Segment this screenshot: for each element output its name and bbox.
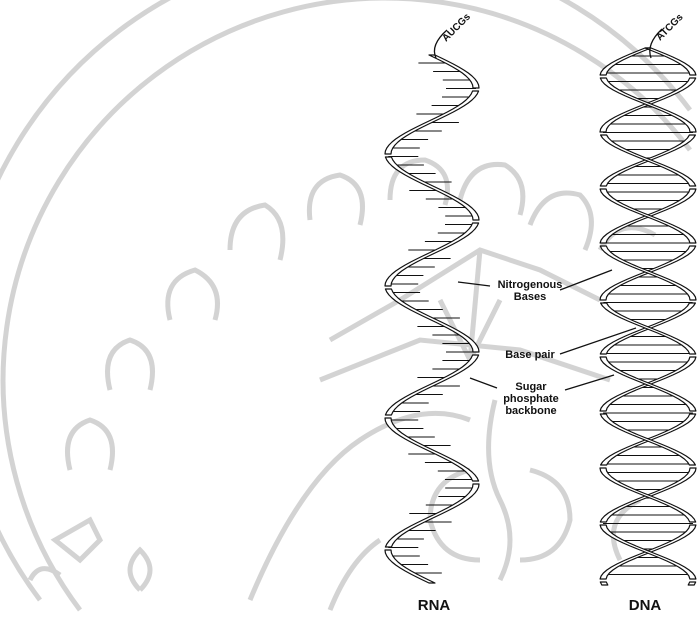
rna-strand-1-back	[385, 355, 478, 415]
rna-label: RNA	[418, 597, 451, 614]
dna-strand-2-back	[688, 582, 696, 585]
rna-strand-1-back	[385, 223, 479, 286]
dna-helix	[600, 48, 696, 585]
rna-top-label: AUCGs	[440, 11, 473, 44]
sugar-label-line2: phosphate	[503, 393, 559, 405]
dna-strand-1-front	[600, 582, 608, 585]
dna-strand-1-front	[600, 357, 696, 411]
base-pair-leader	[560, 328, 636, 354]
rna-strand-1-back	[385, 91, 479, 154]
dna-label: DNA	[629, 597, 662, 614]
sugar-leader-left	[470, 378, 497, 388]
dna-strand-1-front	[645, 48, 696, 75]
rna-strand-1-back	[385, 484, 479, 547]
nitrogenous-leader-left	[458, 282, 490, 286]
dna-backbone-front	[600, 48, 696, 585]
university-seal-watermark	[0, 0, 690, 610]
sugar-label-line3: backbone	[505, 405, 556, 417]
nitrogenous-leader-right	[560, 270, 612, 290]
rna-strand-1-front	[385, 550, 435, 583]
sugar-leader-right	[565, 375, 614, 390]
nitrogenous-label-line2: Bases	[514, 291, 546, 303]
rna-strand-1-front	[385, 418, 479, 481]
sugar-label-line1: Sugar	[515, 381, 547, 393]
dna-strand-1-front	[600, 468, 696, 522]
dna-top-label: ATCGs	[654, 12, 686, 44]
dna-strand-2-back	[600, 48, 651, 75]
dna-strand-1-front	[600, 246, 696, 300]
base-pair-label: Base pair	[505, 349, 555, 361]
dna-backbone-back	[600, 48, 696, 585]
nitrogenous-label-line1: Nitrogenous	[498, 279, 563, 291]
